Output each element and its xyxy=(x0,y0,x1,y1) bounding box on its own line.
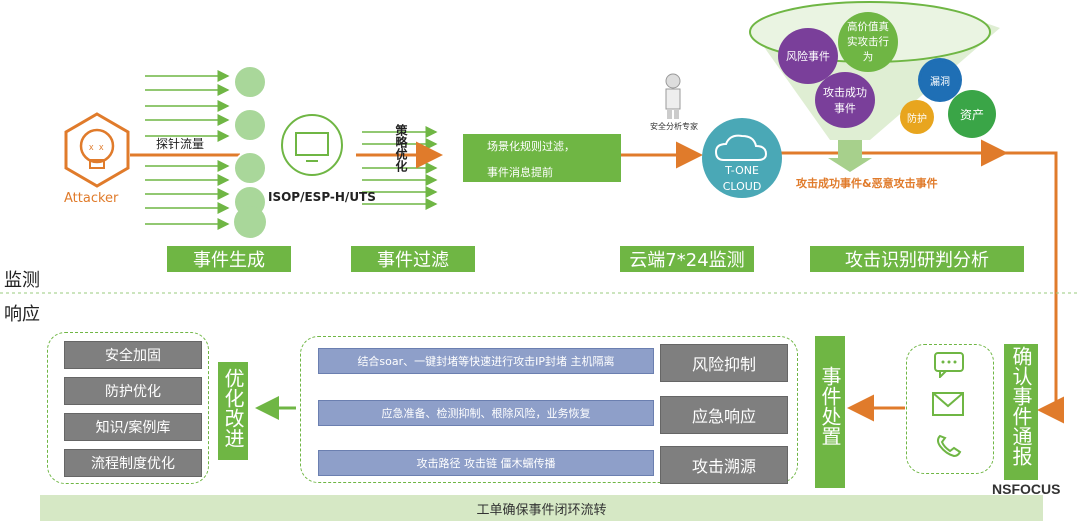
optimize-label: 优化改进 xyxy=(218,362,248,460)
device-label: ISOP/ESP-H/UTS xyxy=(268,190,376,204)
monitor-device-icon xyxy=(280,113,344,181)
router-icon xyxy=(232,64,268,240)
section-monitor: 监测 xyxy=(4,270,40,291)
policy-opt-label: 策略优化 xyxy=(394,124,408,172)
confirm-label-text: 确认事件通报 xyxy=(1009,346,1033,466)
optimize-item-hardening: 安全加固 xyxy=(64,341,202,369)
action-desc-emergency: 应急准备、检测抑制、根除风险，业务恢复 xyxy=(318,400,654,426)
action-title-trace: 攻击溯源 xyxy=(660,446,788,484)
attacker-skull-icon: x x xyxy=(58,110,136,190)
filter-line2: 事件消息提前 xyxy=(487,166,553,179)
optimize-label-text: 优化改进 xyxy=(221,368,245,448)
actions-box xyxy=(300,336,798,483)
action-title-risk: 风险抑制 xyxy=(660,344,788,382)
asset-gear: 资产 xyxy=(948,90,996,138)
success-event-circle: 攻击成功事件 xyxy=(815,72,875,128)
brand-logo: NSFOCUS xyxy=(992,481,1061,497)
funnel-output-label: 攻击成功事件&恶意攻击事件 xyxy=(796,177,938,190)
optimize-item-knowledge: 知识/案例库 xyxy=(64,413,202,441)
handle-label: 事件处置 xyxy=(815,336,845,488)
stage-attack-analysis: 攻击识别研判分析 xyxy=(810,246,1024,272)
action-title-emergency: 应急响应 xyxy=(660,396,788,434)
confirm-label: 确认事件通报 xyxy=(1004,344,1038,480)
optimize-item-process: 流程制度优化 xyxy=(64,449,202,477)
svg-text:x: x xyxy=(89,142,94,152)
action-desc-trace: 攻击路径 攻击链 僵木蠕传播 xyxy=(318,450,654,476)
chat-icon xyxy=(934,352,964,382)
filter-box xyxy=(463,134,621,182)
section-response: 响应 xyxy=(4,304,40,325)
handle-label-text: 事件处置 xyxy=(818,366,842,446)
probe-traffic-label: 探针流量 xyxy=(156,137,205,151)
mail-icon xyxy=(932,392,964,420)
cloud-circle: T-ONE CLOUD xyxy=(702,118,782,198)
analyst-figure-icon xyxy=(662,73,684,125)
cloud-icon xyxy=(714,134,768,161)
svg-text:x: x xyxy=(99,142,104,152)
input-traffic-arrows xyxy=(145,70,230,230)
router-icon-bottom xyxy=(232,204,268,244)
workorder-bar: 工单确保事件闭环流转 xyxy=(40,495,1043,521)
loophole-gear: 漏洞 xyxy=(918,58,962,102)
action-desc-risk: 结合soar、一键封堵等快速进行攻击IP封堵 主机隔离 xyxy=(318,348,654,374)
filter-line1: 场景化规则过滤， xyxy=(487,140,575,153)
cloud-label-2: CLOUD xyxy=(722,180,762,193)
stage-event-filter: 事件过滤 xyxy=(351,246,475,272)
cloud-label-1: T-ONE xyxy=(725,164,759,177)
stage-cloud-monitor: 云端7*24监测 xyxy=(620,246,754,272)
risk-event-circle: 风险事件 xyxy=(778,28,838,84)
notification-box xyxy=(906,344,994,474)
attacker-label: Attacker xyxy=(64,191,119,206)
high-value-circle: 高价值真实攻击行为 xyxy=(838,12,898,72)
stage-event-generation: 事件生成 xyxy=(167,246,291,272)
expert-label: 安全分析专家 xyxy=(650,122,698,131)
optimize-items-box xyxy=(47,332,209,484)
protect-gear: 防护 xyxy=(900,100,934,134)
phone-icon xyxy=(934,432,964,464)
optimize-item-protection: 防护优化 xyxy=(64,377,202,405)
